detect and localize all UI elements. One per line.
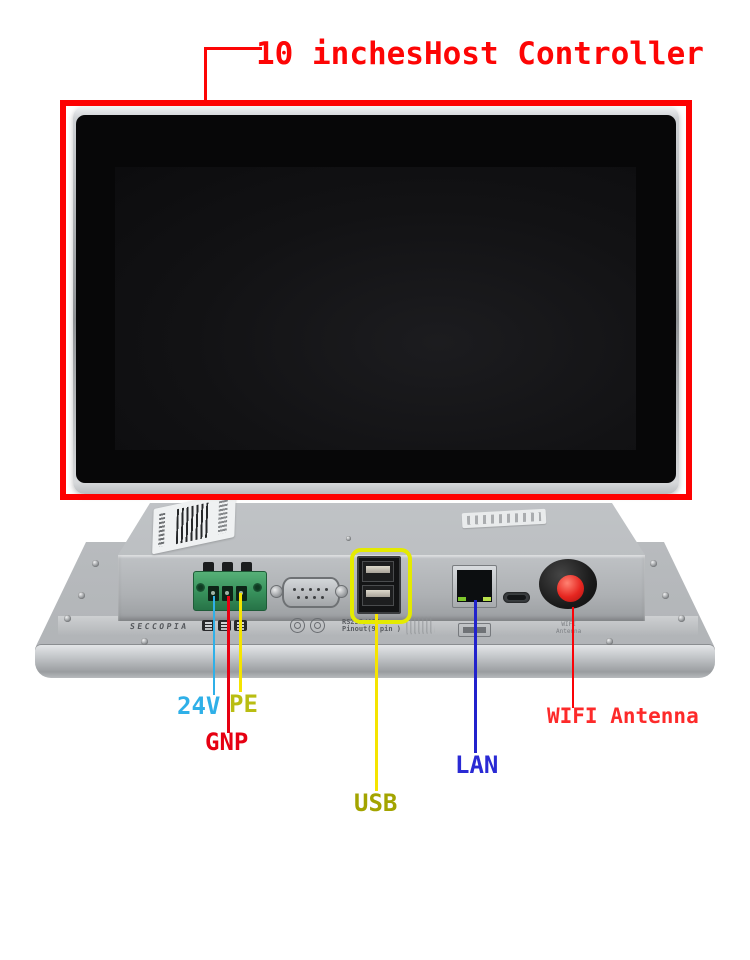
screen-highlight-rectangle (60, 100, 692, 500)
label-gnp: GNP (205, 728, 249, 756)
label-pe: PE (229, 690, 258, 718)
screw (346, 536, 351, 541)
title-leader-horizontal (204, 47, 262, 50)
label-lan: LAN (455, 751, 499, 779)
leader-line-lan (474, 600, 477, 753)
label-24v: 24V (177, 692, 221, 720)
leader-line-wifi (572, 607, 574, 708)
usb-ports (357, 556, 401, 614)
label-usb: USB (354, 789, 398, 817)
title-leader-vertical (204, 47, 207, 103)
page-title: 10 inchesHost Controller (256, 36, 704, 72)
leader-line-24v (213, 596, 215, 695)
screw (678, 615, 685, 622)
cert-icon (310, 618, 325, 633)
pin-label-print (218, 620, 231, 631)
leader-line-usb (375, 614, 378, 791)
screw (78, 592, 85, 599)
screw (606, 638, 613, 645)
serial-db9-port (270, 576, 348, 608)
touch-screen (73, 106, 679, 494)
brand-print: SECCOPIA (129, 622, 190, 631)
screen-bezel (76, 115, 676, 483)
antenna-print: WIFI Antenna (556, 621, 582, 635)
screw (92, 560, 99, 567)
screw (64, 615, 71, 622)
cert-icon (290, 618, 305, 633)
screw (662, 592, 669, 599)
usb-highlight-box (350, 548, 412, 624)
leader-line-gnp (227, 596, 230, 733)
label-wifi-antenna: WIFI Antenna (547, 704, 699, 728)
screw (650, 560, 657, 567)
screw (141, 638, 148, 645)
display-area (115, 167, 636, 450)
antenna-red-cap (557, 575, 584, 602)
usb-c-port (503, 592, 530, 603)
pin-label-print (202, 620, 215, 631)
leader-line-pe (239, 593, 242, 692)
